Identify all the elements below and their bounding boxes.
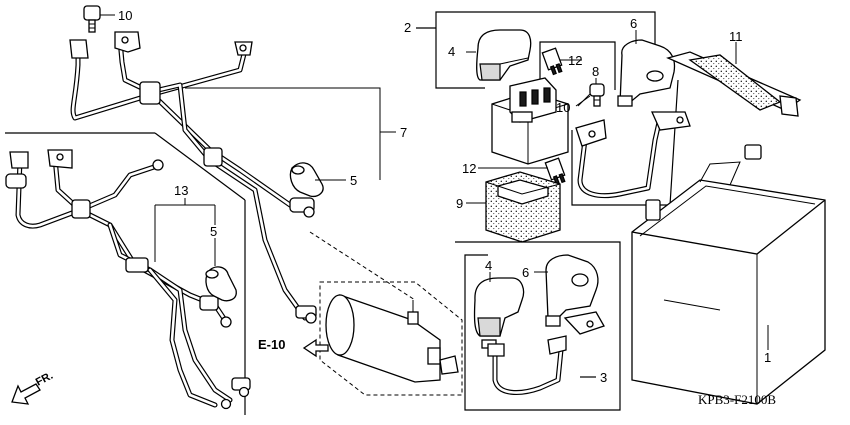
callout-12-lower: 12 [462, 161, 476, 176]
callout-5-lower: 5 [210, 224, 217, 239]
callout-6-lower: 6 [522, 265, 529, 280]
terminal-boot-lower [205, 266, 237, 302]
starter-relay [491, 77, 569, 165]
relay-cover-4-lower [473, 277, 525, 349]
reference-e10-label: E-10 [258, 337, 285, 352]
front-direction-indicator: FR. [11, 370, 55, 405]
callout-3: 3 [600, 370, 607, 385]
callout-10-relay: 10 [556, 100, 570, 115]
relay-cover-4-upper [476, 29, 532, 81]
terminal-boot-upper [289, 162, 324, 198]
callout-1: 1 [764, 350, 771, 365]
callout-9: 9 [456, 196, 463, 211]
callout-10-upper: 10 [118, 8, 132, 23]
battery-1 [631, 144, 826, 405]
relay-rubber-9 [485, 171, 561, 243]
battery-cover-6-upper [617, 39, 676, 107]
cable-group-outline-lower [455, 241, 621, 411]
callout-11: 11 [729, 29, 743, 44]
callout-labels: 10 2 4 12 8 6 11 10 7 5 12 9 13 5 4 6 1 … [118, 8, 771, 385]
front-direction-label: FR. [34, 370, 55, 389]
battery-cover-6-lower [545, 254, 599, 327]
leader-lines [154, 30, 769, 350]
callout-4-upper: 4 [448, 44, 455, 59]
battery-band-11 [666, 51, 802, 117]
positive-cable-lower [487, 311, 605, 395]
callout-6-upper: 6 [630, 16, 637, 31]
fuse-12-upper [541, 47, 563, 76]
fuse-12-lower [544, 157, 566, 186]
cable-group-outline-upper [571, 79, 679, 206]
sub-wire-harness [5, 149, 251, 410]
positive-cable-upper [575, 111, 691, 199]
callout-8: 8 [592, 64, 599, 79]
diagram-code: KPB3-F2100B [698, 392, 776, 407]
starter-motor [309, 231, 463, 396]
callout-2: 2 [404, 20, 411, 35]
callout-5-upper: 5 [350, 173, 357, 188]
callout-4-lower: 4 [485, 258, 492, 273]
bolt-10-relay [577, 83, 605, 107]
callout-13: 13 [174, 183, 188, 198]
bolt-10-upper [83, 5, 115, 33]
callout-7: 7 [400, 125, 407, 140]
e10-arrow [302, 338, 329, 358]
main-wire-harness [69, 31, 317, 324]
callout-12-upper: 12 [568, 53, 582, 68]
